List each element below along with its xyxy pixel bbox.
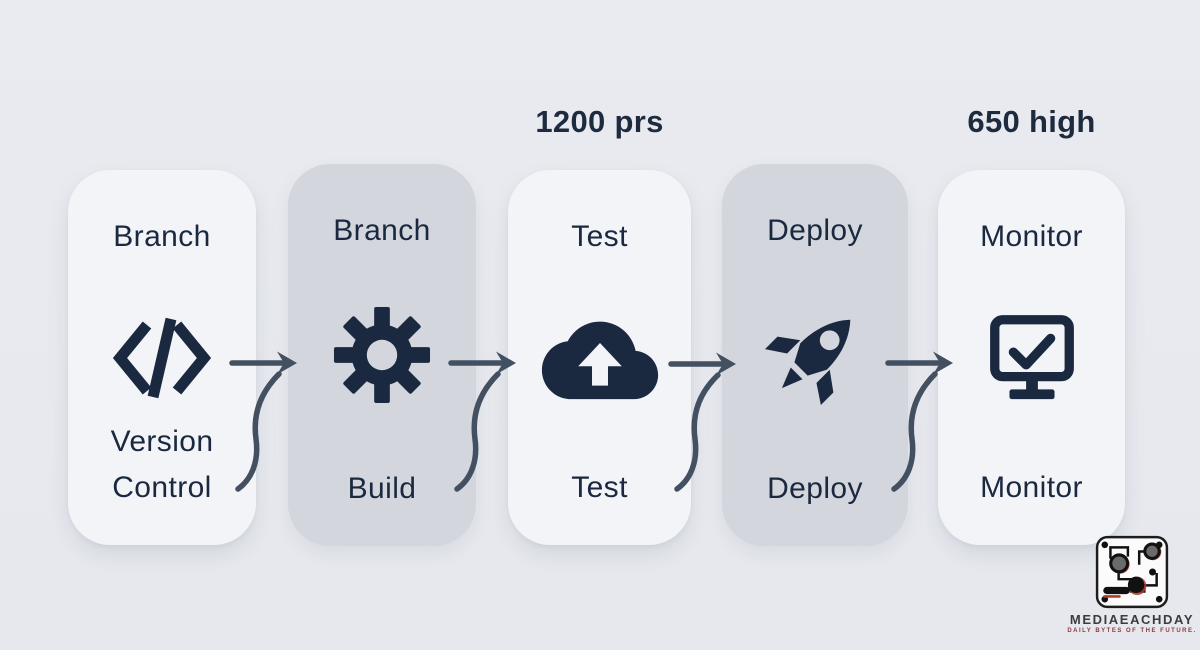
stage-card-deploy: Deploy Deploy	[722, 164, 908, 546]
stage-bottom-label: Deploy	[767, 472, 863, 506]
stage-bottom-label: Build	[347, 472, 417, 506]
stage-bottom-label: Monitor	[980, 471, 1083, 505]
stage-top-label: Deploy	[767, 214, 863, 247]
stage-card-test: Test Test	[508, 170, 691, 545]
stage-card-version-control: Branch Version Control	[68, 170, 256, 545]
rocket-icon	[763, 303, 867, 407]
watermark-tagline-text: DAILY BYTES OF THE FUTURE.	[1067, 628, 1197, 634]
mediaeachday-logo-icon	[1095, 535, 1169, 609]
stage-top-label: Monitor	[980, 220, 1083, 253]
watermark-brand-text: MEDIAEACHDAY	[1069, 612, 1195, 627]
stage-card-monitor: Monitor Monitor	[938, 170, 1125, 545]
monitor-check-icon	[983, 310, 1081, 406]
stage-bottom-label: Version Control	[110, 425, 214, 505]
heading-high: 650 high	[967, 104, 1096, 139]
code-icon	[112, 312, 212, 404]
stage-bottom-label: Test	[571, 471, 628, 505]
watermark-logo: MEDIAEACHDAY DAILY BYTES OF THE FUTURE.	[1066, 534, 1198, 634]
heading-prs: 1200 prs	[535, 104, 664, 139]
cloud-upload-icon	[541, 312, 659, 404]
stage-card-build: Branch Build	[288, 164, 476, 546]
stage-top-label: Test	[571, 220, 628, 253]
gear-icon	[333, 306, 431, 404]
stage-top-label: Branch	[333, 214, 431, 247]
stage-top-label: Branch	[113, 220, 211, 253]
